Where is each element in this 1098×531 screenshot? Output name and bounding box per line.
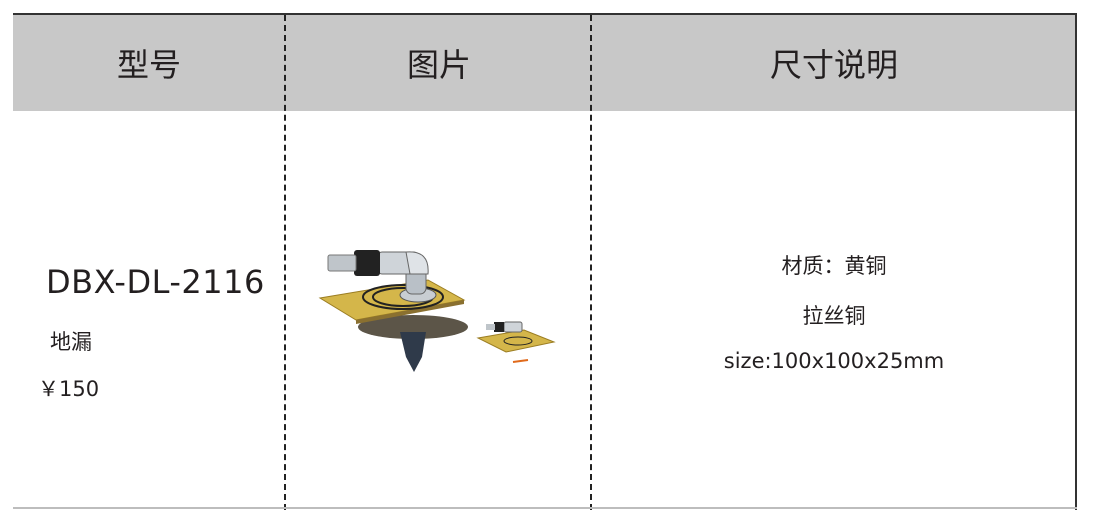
model-number: DBX-DL-2116 (46, 263, 265, 301)
table-bottom-border (13, 507, 1077, 509)
product-price: ￥150 (38, 377, 100, 401)
spec-size: size:100x100x25mm (723, 349, 945, 373)
table-header (13, 15, 1076, 111)
table-top-border (13, 13, 1077, 15)
column-divider (284, 15, 286, 510)
spec-finish: 拉丝铜 (802, 304, 866, 328)
floor-drain-product-image (318, 250, 556, 372)
column-divider (590, 15, 592, 510)
spec-material: 材质：黄铜 (781, 254, 887, 278)
product-name: 地漏 (50, 330, 92, 354)
header-model: 型号 (116, 46, 181, 84)
header-spec: 尺寸说明 (769, 46, 898, 84)
table-right-border (1075, 15, 1077, 510)
header-image: 图片 (406, 46, 471, 84)
